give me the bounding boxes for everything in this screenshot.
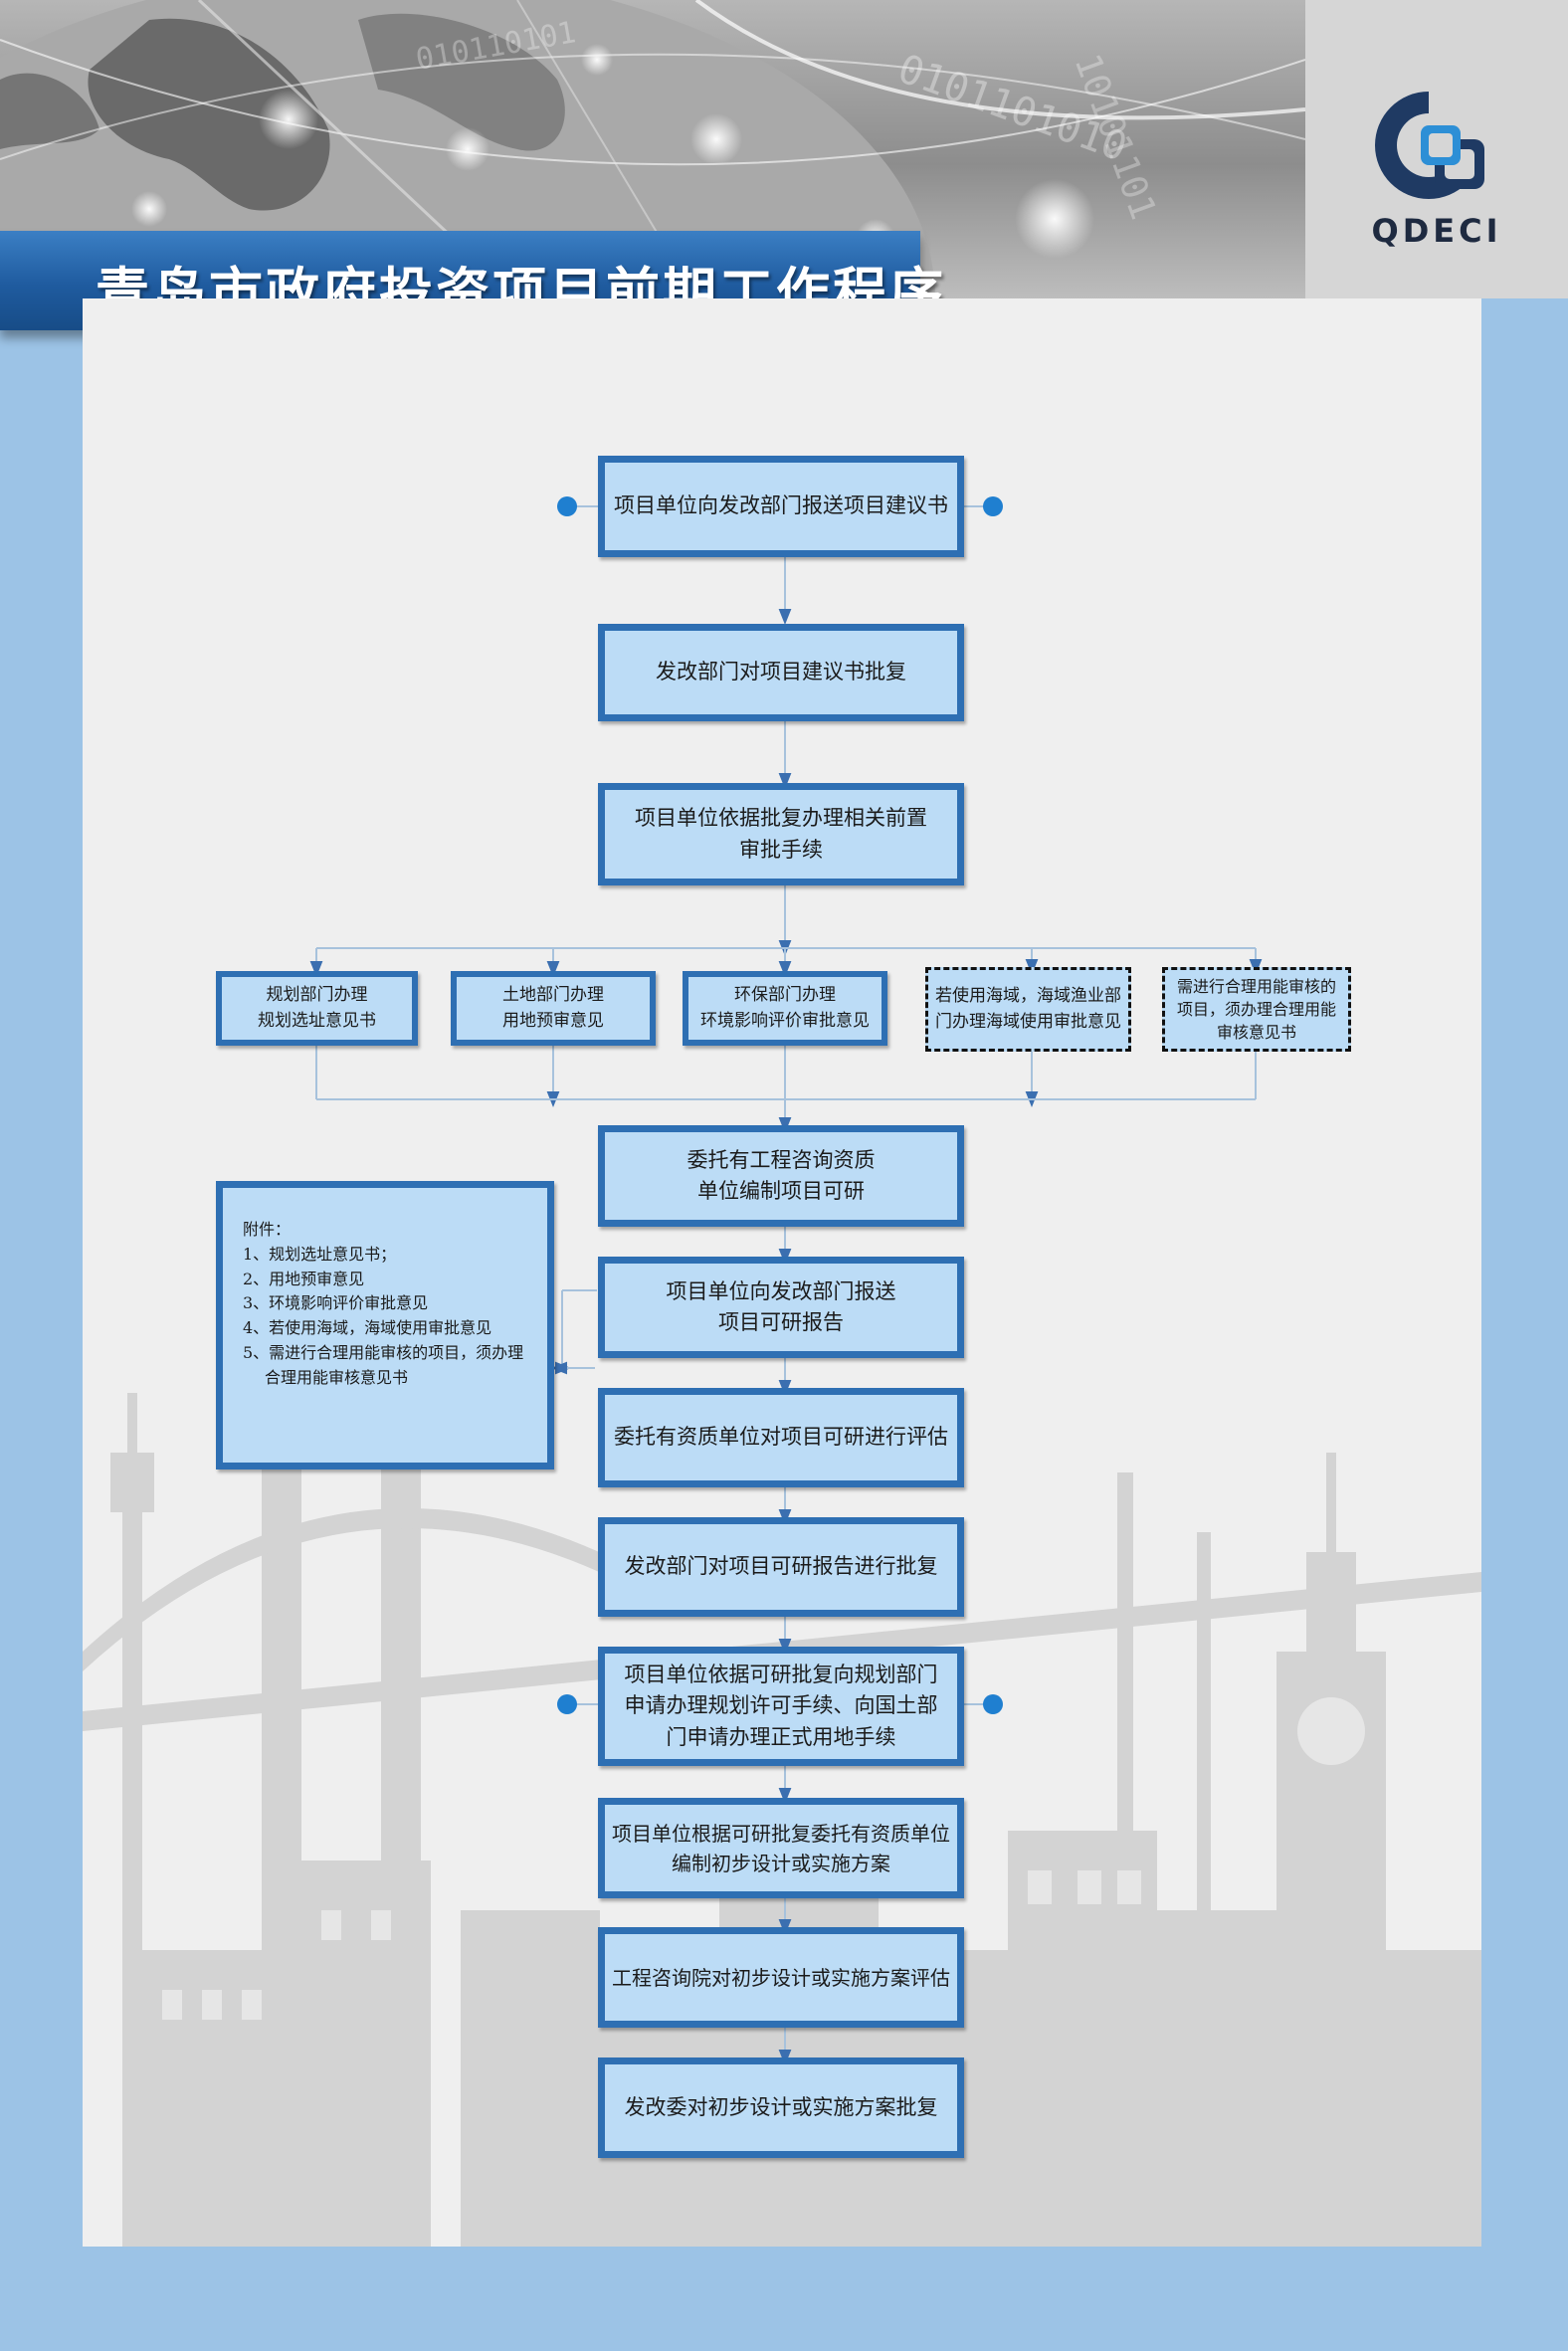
step-commission-feasibility: 委托有工程咨询资质 单位编制项目可研 xyxy=(598,1125,964,1227)
branch-energy: 需进行合理用能审核的 项目，须办理合理用能 审核意见书 xyxy=(1162,967,1351,1052)
connector-dots xyxy=(557,496,1003,1714)
branch-energy-text: 需进行合理用能审核的 项目，须办理合理用能 审核意见书 xyxy=(1176,976,1336,1043)
header-background: 0101101010 10101101 010110101 xyxy=(0,0,1305,298)
step-submit-feasibility-text: 项目单位向发改部门报送 项目可研报告 xyxy=(666,1278,896,1335)
branch-environment: 环保部门办理 环境影响评价审批意见 xyxy=(683,971,887,1046)
branch-planning: 规划部门办理 规划选址意见书 xyxy=(216,971,418,1046)
step-approve-design-text: 发改委对初步设计或实施方案批复 xyxy=(624,2094,938,2119)
attachment-item: 4、若使用海域，海域使用审批意见 xyxy=(243,1318,492,1338)
branch-sea-area-text: 若使用海域，海域渔业部 门办理海域使用审批意见 xyxy=(935,986,1121,1032)
step-evaluate-feasibility: 委托有资质单位对项目可研进行评估 xyxy=(598,1388,964,1487)
attachment-heading: 附件： xyxy=(243,1220,292,1239)
logo-panel: QDECI xyxy=(1305,0,1568,298)
step-evaluate-feasibility-text: 委托有资质单位对项目可研进行评估 xyxy=(614,1425,948,1450)
step-submit-proposal-text: 项目单位向发改部门报送项目建议书 xyxy=(614,493,948,518)
step-permits-land-text: 项目单位依据可研批复向规划部门 申请办理规划许可手续、向国土部 门申请办理正式用… xyxy=(624,1662,938,1749)
branch-land-text: 土地部门办理 用地预审意见 xyxy=(502,985,604,1031)
logo-text: QDECI xyxy=(1371,212,1502,250)
step-preliminary-design: 项目单位根据可研批复委托有资质单位 编制初步设计或实施方案 xyxy=(598,1798,964,1898)
step-preliminary-approvals-text: 项目单位依据批复办理相关前置 审批手续 xyxy=(635,806,927,862)
step-approve-design: 发改委对初步设计或实施方案批复 xyxy=(598,2057,964,2158)
attachment-item: 3、环境影响评价审批意见 xyxy=(243,1293,429,1313)
step-preliminary-approvals: 项目单位依据批复办理相关前置 审批手续 xyxy=(598,783,964,885)
step-preliminary-design-text: 项目单位根据可研批复委托有资质单位 编制初步设计或实施方案 xyxy=(612,1821,950,1875)
branch-planning-text: 规划部门办理 规划选址意见书 xyxy=(258,985,376,1031)
attachment-item: 1、规划选址意见书； xyxy=(243,1244,397,1264)
step-permits-land: 项目单位依据可研批复向规划部门 申请办理规划许可手续、向国土部 门申请办理正式用… xyxy=(598,1647,964,1766)
step-approve-proposal: 发改部门对项目建议书批复 xyxy=(598,624,964,721)
step-approve-proposal-text: 发改部门对项目建议书批复 xyxy=(656,660,906,685)
step-submit-proposal: 项目单位向发改部门报送项目建议书 xyxy=(598,456,964,557)
step-approve-feasibility-text: 发改部门对项目可研报告进行批复 xyxy=(624,1554,938,1579)
step-submit-feasibility: 项目单位向发改部门报送 项目可研报告 xyxy=(598,1257,964,1358)
branch-land: 土地部门办理 用地预审意见 xyxy=(451,971,656,1046)
attachment-item: 5、需进行合理用能审核的项目，须办理 xyxy=(243,1342,524,1362)
branch-environment-text: 环保部门办理 环境影响评价审批意见 xyxy=(700,985,870,1031)
step-approve-feasibility: 发改部门对项目可研报告进行批复 xyxy=(598,1517,964,1617)
attachment-item: 2、用地预审意见 xyxy=(243,1269,365,1288)
attachment-item: 合理用能审核意见书 xyxy=(265,1367,409,1387)
step-commission-feasibility-text: 委托有工程咨询资质 单位编制项目可研 xyxy=(686,1147,876,1204)
step-evaluate-design: 工程咨询院对初步设计或实施方案评估 xyxy=(598,1927,964,2028)
attachment-box: 附件： 1、规划选址意见书； 2、用地预审意见 3、环境影响评价审批意见 4、若… xyxy=(216,1181,554,1469)
step-evaluate-design-text: 工程咨询院对初步设计或实施方案评估 xyxy=(612,1965,950,1990)
branch-sea-area: 若使用海域，海域渔业部 门办理海域使用审批意见 xyxy=(925,967,1131,1052)
qdeci-logo-icon xyxy=(1375,92,1484,199)
globe-network-graphic: 0101101010 10101101 010110101 xyxy=(0,0,1305,298)
